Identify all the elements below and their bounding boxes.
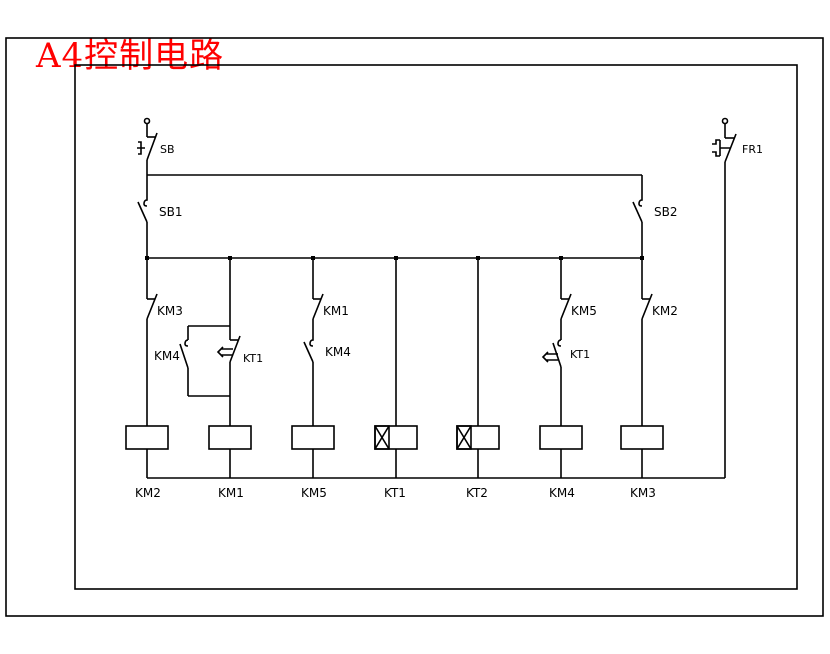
stop-button-sb: SB	[137, 117, 175, 175]
contact-blade	[560, 293, 572, 320]
contact-blade	[552, 342, 562, 368]
contact-label: KT1	[243, 352, 263, 365]
contact-label: KM1	[323, 304, 349, 318]
coil-icon	[620, 425, 664, 450]
contact-hook	[143, 196, 148, 207]
coil-label: KT2	[466, 486, 488, 500]
coil-label: KM3	[630, 486, 656, 500]
branch-kt1: KT1	[374, 258, 418, 500]
coil-icon	[539, 425, 583, 450]
overload-relay-fr1: FR1	[712, 117, 763, 478]
coil-icon	[208, 425, 252, 450]
start-button-sb2: SB2	[632, 184, 677, 258]
diagram-title: A4控制电路	[36, 36, 225, 76]
inner-frame	[74, 64, 798, 590]
contact-blade	[137, 201, 148, 223]
coil-icon	[125, 425, 169, 450]
contact-label: KM2	[652, 304, 678, 318]
timer-cross	[456, 425, 472, 450]
contact-blade	[641, 293, 653, 320]
coil-label: KT1	[384, 486, 406, 500]
coil-icon	[291, 425, 335, 450]
terminal-icon	[721, 117, 729, 125]
contact-hook	[557, 339, 562, 347]
contact-blade	[724, 133, 737, 163]
thermal-overload-icon	[712, 139, 730, 157]
contact-blade	[303, 341, 314, 363]
contact-label: KM4	[325, 345, 351, 359]
outer-frame	[5, 37, 824, 617]
stop-button-label: SB	[160, 143, 175, 156]
timer-cross	[374, 425, 390, 450]
contact-blade	[146, 132, 158, 161]
time-delay-arrow	[216, 346, 233, 358]
coil-label: KM1	[218, 486, 244, 500]
terminal-icon	[143, 117, 151, 125]
contact-blade	[179, 343, 189, 369]
contact-label: SB1	[159, 205, 182, 219]
pushbutton-actuator-icon	[137, 141, 145, 155]
contact-label: KT1	[570, 348, 590, 361]
contact-blade	[146, 293, 158, 320]
contact-hook	[184, 339, 189, 347]
contact-label: KM4	[154, 349, 180, 363]
contact-blade	[632, 201, 643, 223]
contact-blade	[312, 293, 324, 320]
timer-marker-icon	[456, 425, 472, 450]
contact-hook	[638, 196, 643, 207]
contact-hook	[309, 336, 314, 347]
contact-label: KM5	[571, 304, 597, 318]
contact-label: SB2	[654, 205, 677, 219]
timer-marker-icon	[374, 425, 390, 450]
contact-blade	[229, 335, 241, 363]
coil-label: KM5	[301, 486, 327, 500]
branch-kt2: KT2	[456, 258, 500, 500]
time-delay-arrow	[541, 351, 558, 363]
coil-label: KM2	[135, 486, 161, 500]
start-button-sb1: SB1	[137, 175, 182, 258]
contact-label: KM3	[157, 304, 183, 318]
overload-relay-label: FR1	[742, 143, 763, 156]
coil-label: KM4	[549, 486, 575, 500]
